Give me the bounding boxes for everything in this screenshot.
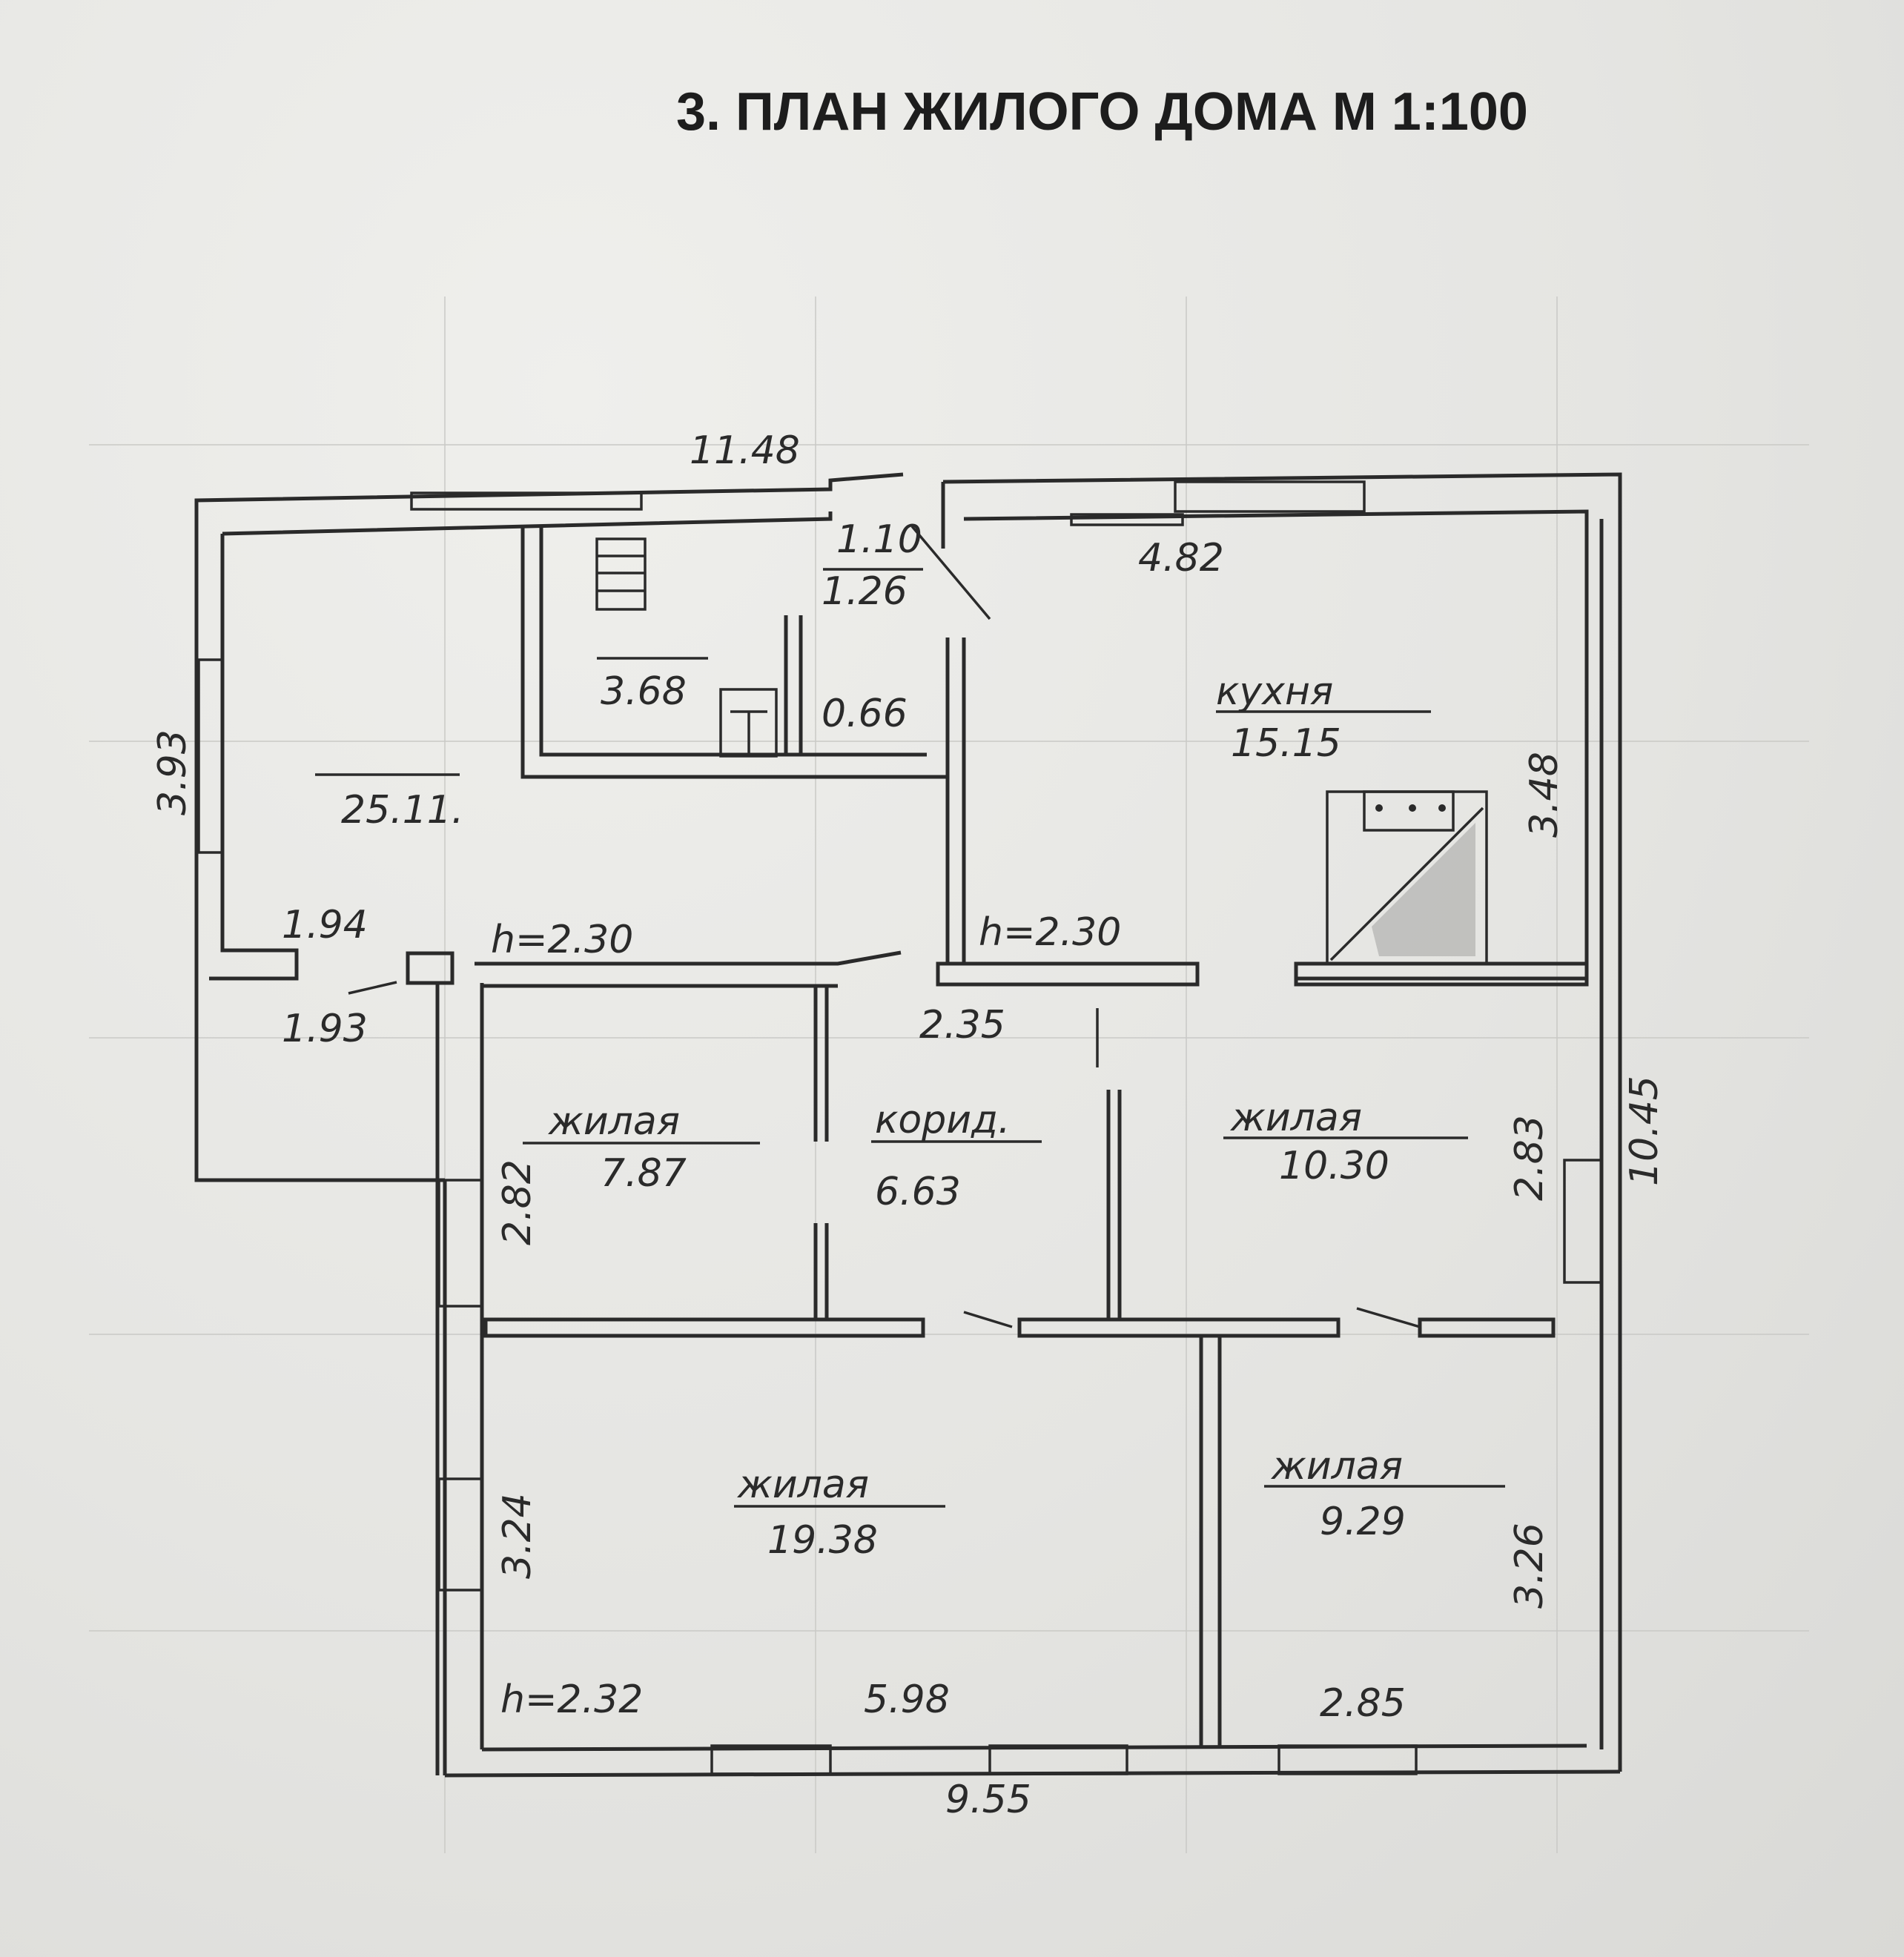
- living2-area: 10.30: [1279, 1144, 1389, 1188]
- window: [437, 1179, 483, 1308]
- corridor-label: корид.: [875, 1098, 1011, 1142]
- dim-room3-side: 3.24: [495, 1493, 540, 1579]
- window: [1174, 480, 1366, 513]
- height-labels: h=2.30 h=2.30 h=2.32: [491, 910, 1121, 1722]
- wc-area: 0.66: [822, 692, 908, 736]
- kitchen-label: кухня: [1216, 669, 1333, 714]
- stove-icon: [1326, 790, 1488, 965]
- stairs-icon: [595, 537, 647, 611]
- living4-area: 9.29: [1320, 1500, 1406, 1544]
- corridor-area: 6.63: [875, 1170, 961, 1214]
- dim-room4-side: 3.26: [1507, 1523, 1552, 1609]
- height-porch: h=2.30: [491, 918, 633, 962]
- living1-label: жилая: [548, 1099, 680, 1144]
- dim-kitchen-right: 3.48: [1522, 752, 1567, 838]
- dim-stair-width: 1.10: [836, 517, 922, 562]
- dim-right-overall: 10.45: [1622, 1076, 1667, 1186]
- living3-area: 19.38: [767, 1518, 878, 1563]
- living1-area: 7.87: [601, 1151, 687, 1196]
- window: [710, 1744, 832, 1775]
- dim-kitchen-width: 4.82: [1138, 536, 1224, 580]
- storage-area: 3.68: [601, 669, 687, 714]
- dim-porch-lower: 1.93: [282, 1007, 368, 1051]
- dim-stair-length: 1.26: [822, 569, 908, 614]
- window: [1277, 1744, 1418, 1775]
- dim-room4-bottom: 2.85: [1320, 1681, 1406, 1726]
- window: [988, 1744, 1128, 1775]
- living3-label: жилая: [737, 1463, 869, 1507]
- room-labels: 25.11. 3.68 0.66 кухня 15.15 жилая 7.87 …: [341, 669, 1406, 1563]
- label-underlines: [315, 568, 1505, 1508]
- dim-room3-bottom: 5.98: [864, 1678, 950, 1722]
- fixtures: [595, 537, 1488, 965]
- dim-bottom-overall: 9.55: [945, 1778, 1031, 1822]
- dim-room1-side: 2.82: [495, 1159, 540, 1245]
- veranda-area: 25.11.: [341, 788, 463, 832]
- window: [1563, 1159, 1603, 1284]
- plan-title: 3. ПЛАН ЖИЛОГО ДОМА М 1:100: [676, 82, 1528, 142]
- toilet-icon: [719, 688, 778, 758]
- dim-top-overall: 11.48: [690, 428, 800, 473]
- dim-room2-side: 2.83: [1507, 1115, 1552, 1201]
- window: [437, 1477, 483, 1592]
- dim-porch-upper: 1.94: [282, 903, 368, 947]
- dimension-labels: 11.48 1.10 1.26 4.82 3.93 3.48 10.45 1.9…: [151, 428, 1667, 1822]
- dim-left-outer: 3.93: [151, 729, 195, 815]
- windows: [197, 480, 1603, 1775]
- window: [197, 658, 224, 854]
- kitchen-area: 15.15: [1231, 721, 1341, 766]
- height-living-big: h=2.32: [500, 1678, 643, 1722]
- paper-grid: [89, 297, 1809, 1853]
- height-corridor: h=2.30: [979, 910, 1121, 955]
- window: [410, 491, 643, 511]
- window: [1070, 513, 1184, 526]
- living4-label: жилая: [1271, 1444, 1403, 1489]
- living2-label: жилая: [1230, 1096, 1362, 1140]
- dim-corridor-width: 2.35: [919, 1003, 1005, 1047]
